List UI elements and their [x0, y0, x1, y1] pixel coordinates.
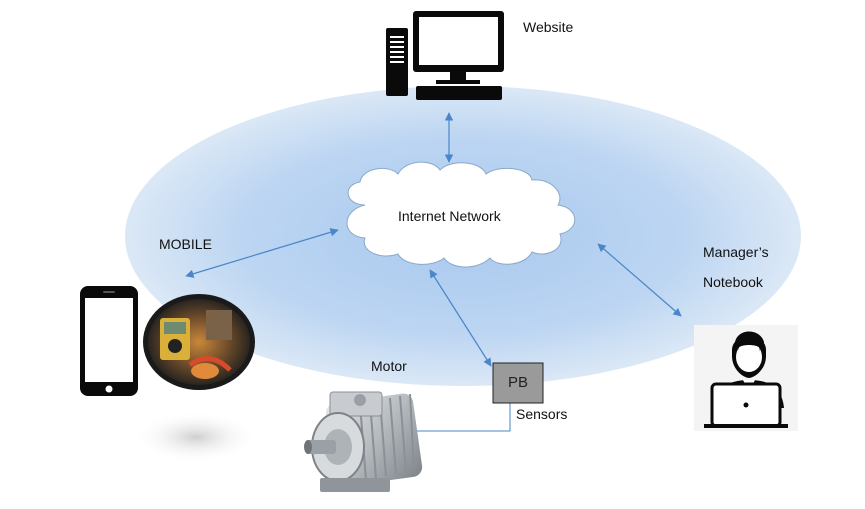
electric-motor-image — [304, 391, 423, 492]
manager-label-line1: Manager’s — [703, 244, 769, 260]
sensors-label: Sensors — [516, 406, 568, 422]
manager-laptop-icon — [694, 325, 798, 431]
smartphone-icon — [80, 286, 138, 396]
ground-shadow — [134, 411, 258, 463]
motor-sensor-wire — [412, 403, 511, 432]
internet-network-label: Internet Network — [398, 208, 501, 224]
arrow-sensors-internet — [429, 269, 492, 367]
pb-label: PB — [507, 374, 528, 391]
sensor-box — [492, 362, 544, 404]
arrow-mobile-internet — [185, 228, 339, 278]
manager-label-line2: Notebook — [703, 274, 763, 290]
desktop-computer-icon — [386, 11, 504, 100]
arrow-manager-internet — [597, 243, 682, 317]
mobile-label: MOBILE — [159, 236, 212, 252]
website-label: Website — [523, 19, 574, 35]
cloud-icon — [346, 161, 576, 268]
motor-label: Motor — [371, 358, 407, 374]
multimeter-photo — [143, 294, 255, 390]
